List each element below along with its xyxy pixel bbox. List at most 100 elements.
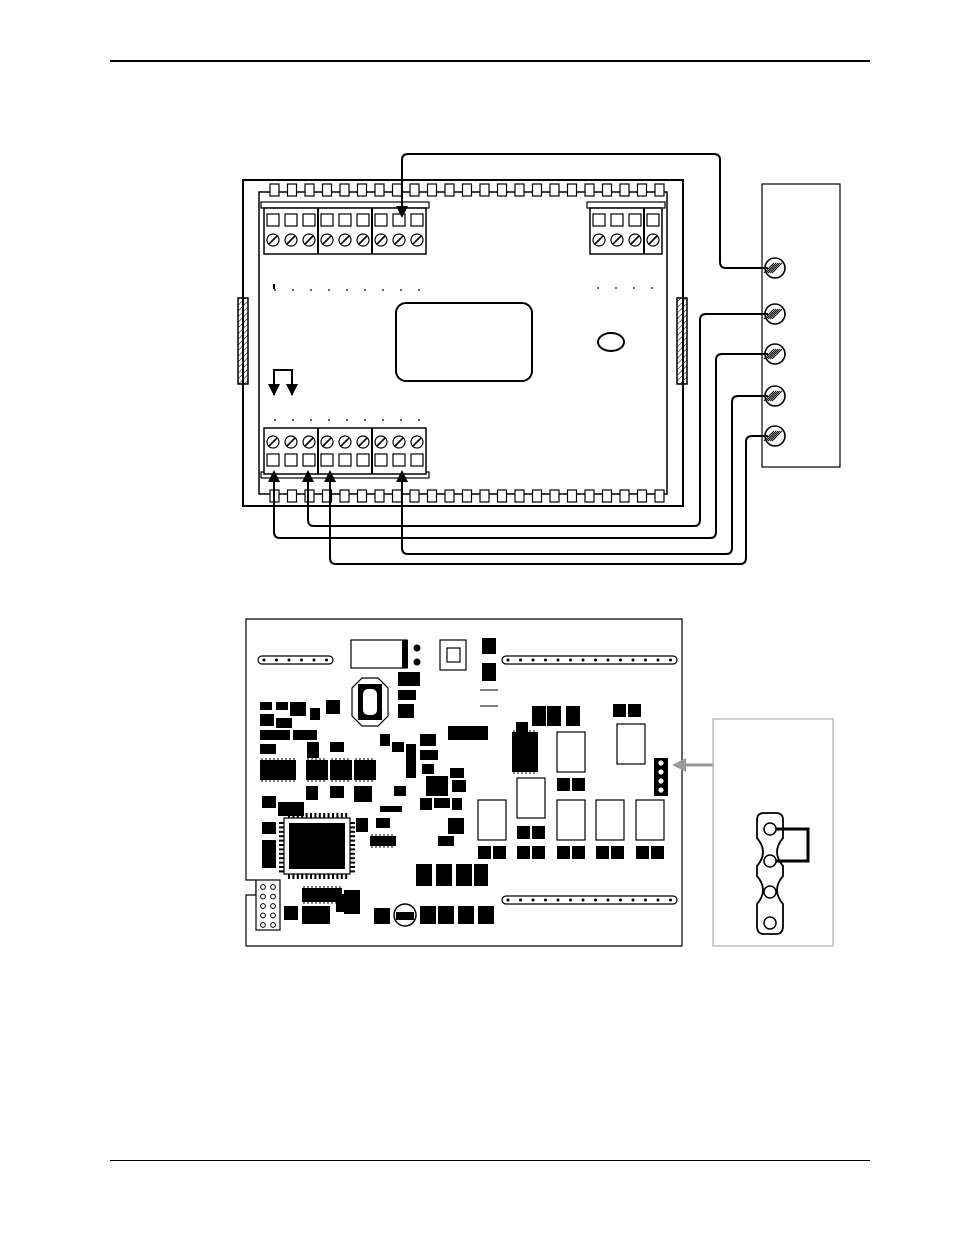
smd-part <box>416 864 432 886</box>
pin <box>669 659 672 662</box>
smd-part <box>356 818 368 832</box>
led <box>414 659 421 666</box>
smd-part <box>436 864 452 886</box>
pin <box>569 899 572 902</box>
dot <box>310 419 312 421</box>
ic <box>512 732 538 772</box>
vent-tooth <box>340 184 349 196</box>
mcu-pin <box>350 853 355 855</box>
transistor <box>613 704 626 717</box>
header-strip <box>258 656 333 664</box>
relay <box>517 778 545 818</box>
pin <box>325 659 328 662</box>
mcu-pin <box>310 813 312 818</box>
pin <box>644 899 647 902</box>
vent-tooth <box>358 184 367 196</box>
vent-tooth <box>288 490 297 502</box>
smd-part <box>380 806 402 812</box>
circuit-board <box>246 619 714 946</box>
vent-tooth <box>463 490 472 502</box>
wire-slot <box>411 454 423 466</box>
terminal-dots <box>273 284 653 421</box>
pin <box>519 899 522 902</box>
vent-teeth-top <box>270 184 664 196</box>
wire-slot <box>285 454 297 466</box>
capacitor-band <box>402 640 408 668</box>
transistor <box>557 846 570 859</box>
dot <box>292 289 294 291</box>
pin <box>271 894 276 899</box>
mcu-pin <box>319 874 321 879</box>
vent-tooth <box>445 490 454 502</box>
vent-tooth <box>393 490 402 502</box>
vent-tooth <box>480 490 489 502</box>
wire-slot <box>629 214 641 226</box>
bridge-arrows <box>268 370 298 396</box>
smd-part <box>260 714 274 726</box>
mounting-hole <box>598 333 624 351</box>
vent-tooth <box>375 184 384 196</box>
dot <box>382 289 384 291</box>
vent-tooth <box>358 490 367 502</box>
mcu-pin <box>336 874 338 879</box>
mcu-pin <box>323 813 325 818</box>
board-jumper-header <box>654 758 668 796</box>
arrow-down-icon <box>268 384 280 396</box>
smd-part <box>326 700 340 714</box>
mcu-pin <box>279 862 284 864</box>
jumper-icon <box>757 813 783 934</box>
pin <box>288 659 291 662</box>
wire-slot <box>339 454 351 466</box>
smd-part <box>434 798 450 808</box>
controller-base <box>238 180 687 506</box>
vent-tooth <box>603 184 612 196</box>
arrow-down-icon <box>286 384 298 396</box>
smd-part <box>438 906 454 924</box>
pin <box>532 659 535 662</box>
smd-part <box>262 840 276 868</box>
pin <box>619 899 622 902</box>
dot <box>274 419 276 421</box>
vent-tooth <box>428 184 437 196</box>
pin <box>261 913 266 918</box>
pin <box>507 899 510 902</box>
wire-slot <box>303 214 315 226</box>
pin <box>607 899 610 902</box>
relay <box>617 724 645 764</box>
wire-1 <box>402 154 768 268</box>
dot <box>328 419 330 421</box>
vent-tooth <box>305 490 314 502</box>
smd-part <box>293 730 317 740</box>
pin <box>582 659 585 662</box>
mcu-pin <box>350 844 355 846</box>
pin <box>657 899 660 902</box>
vent-tooth <box>393 184 402 196</box>
smd-part <box>398 672 420 686</box>
transistor <box>611 846 624 859</box>
pin <box>532 899 535 902</box>
dot <box>418 419 420 421</box>
smd-part <box>284 906 298 920</box>
pin <box>313 659 316 662</box>
pin-3 <box>764 886 776 898</box>
vent-tooth <box>550 490 559 502</box>
mcu-pin <box>350 866 355 868</box>
relay <box>557 732 585 772</box>
mcu-pin <box>341 874 343 879</box>
mcu-pin <box>350 840 355 842</box>
smd-part <box>330 742 344 752</box>
relay <box>636 800 664 840</box>
smd-part <box>374 908 390 924</box>
smd-part <box>278 802 304 816</box>
vent-tooth <box>428 490 437 502</box>
transistor <box>532 846 545 859</box>
pin <box>632 899 635 902</box>
wire-slot <box>593 214 605 226</box>
transistor <box>493 846 506 859</box>
smd-part <box>420 906 436 924</box>
mcu-pin <box>310 874 312 879</box>
connector-top-right <box>587 202 665 254</box>
smd-part <box>260 730 290 740</box>
mcu-pin <box>350 862 355 864</box>
smd-part <box>330 786 344 798</box>
